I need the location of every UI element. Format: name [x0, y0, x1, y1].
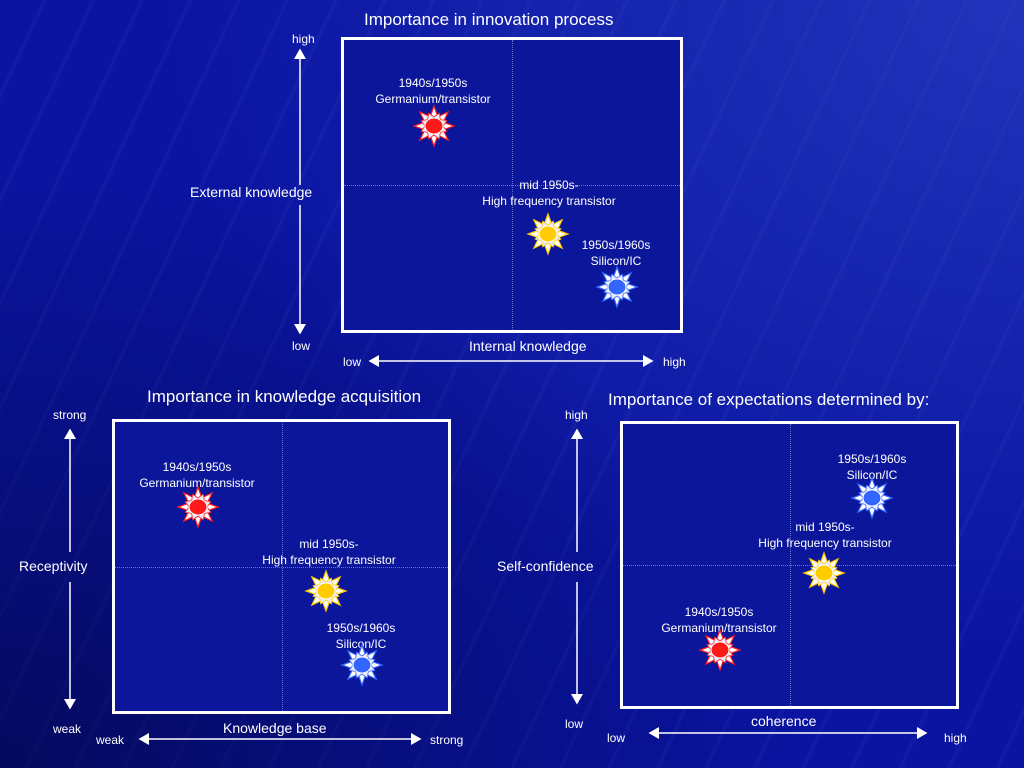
panel2-title: Importance in knowledge acquisition: [147, 387, 422, 406]
panel1-point-highfreq-label: mid 1950s-High frequency transistor: [482, 178, 616, 208]
panel1-x-axis-title: Internal knowledge: [469, 338, 587, 354]
panel3-y-high-label: high: [565, 408, 588, 422]
panel2-point-highfreq-label: mid 1950s-High frequency transistor: [262, 537, 396, 567]
panel2-y-axis-title: Receptivity: [19, 558, 88, 574]
panel1-blue-star-icon: [595, 265, 639, 309]
panel3-y-low-label: low: [565, 717, 584, 731]
panel3-red-star-icon: [698, 628, 742, 672]
panel1-x-high-label: high: [663, 355, 686, 369]
panel3-blue-star-icon: [850, 476, 894, 520]
panel3-yellow-star-icon: [802, 551, 846, 595]
panel3-title: Importance of expectations determined by…: [608, 390, 930, 409]
panel2-y-high-label: strong: [53, 408, 87, 422]
panel2-x-high-label: strong: [430, 733, 464, 747]
panel3-x-low-label: low: [607, 731, 626, 745]
panel1-y-axis-title: External knowledge: [190, 184, 313, 200]
panel3-quadrant-box: [620, 421, 959, 709]
panel3-y-axis-title: Self-confidence: [497, 558, 594, 574]
panel1-x-low-label: low: [343, 355, 362, 369]
panel2-x-axis-title: Knowledge base: [223, 720, 327, 736]
panel2-blue-star-icon: [340, 643, 384, 687]
panel2-quadrant-box: [112, 419, 451, 714]
panel1-title: Importance in innovation process: [364, 10, 614, 29]
panel3-point-highfreq-label: mid 1950s-High frequency transistor: [758, 520, 892, 550]
panel2-v-divider: [281, 422, 283, 711]
panel3-v-divider: [789, 424, 791, 706]
panel2-red-star-icon: [176, 485, 220, 529]
panel3-x-high-label: high: [944, 731, 967, 745]
panel1-y-low-label: low: [292, 339, 311, 353]
panel2-yellow-star-icon: [304, 569, 348, 613]
panel1-red-star-icon: [412, 104, 456, 148]
panel1-yellow-star-icon: [526, 212, 570, 256]
panel3-x-axis-title: coherence: [751, 713, 817, 729]
panel1-y-high-label: high: [292, 32, 315, 46]
panel1-v-divider: [512, 40, 513, 330]
panel2-y-low-label: weak: [53, 722, 82, 736]
panel2-x-low-label: weak: [96, 733, 125, 747]
